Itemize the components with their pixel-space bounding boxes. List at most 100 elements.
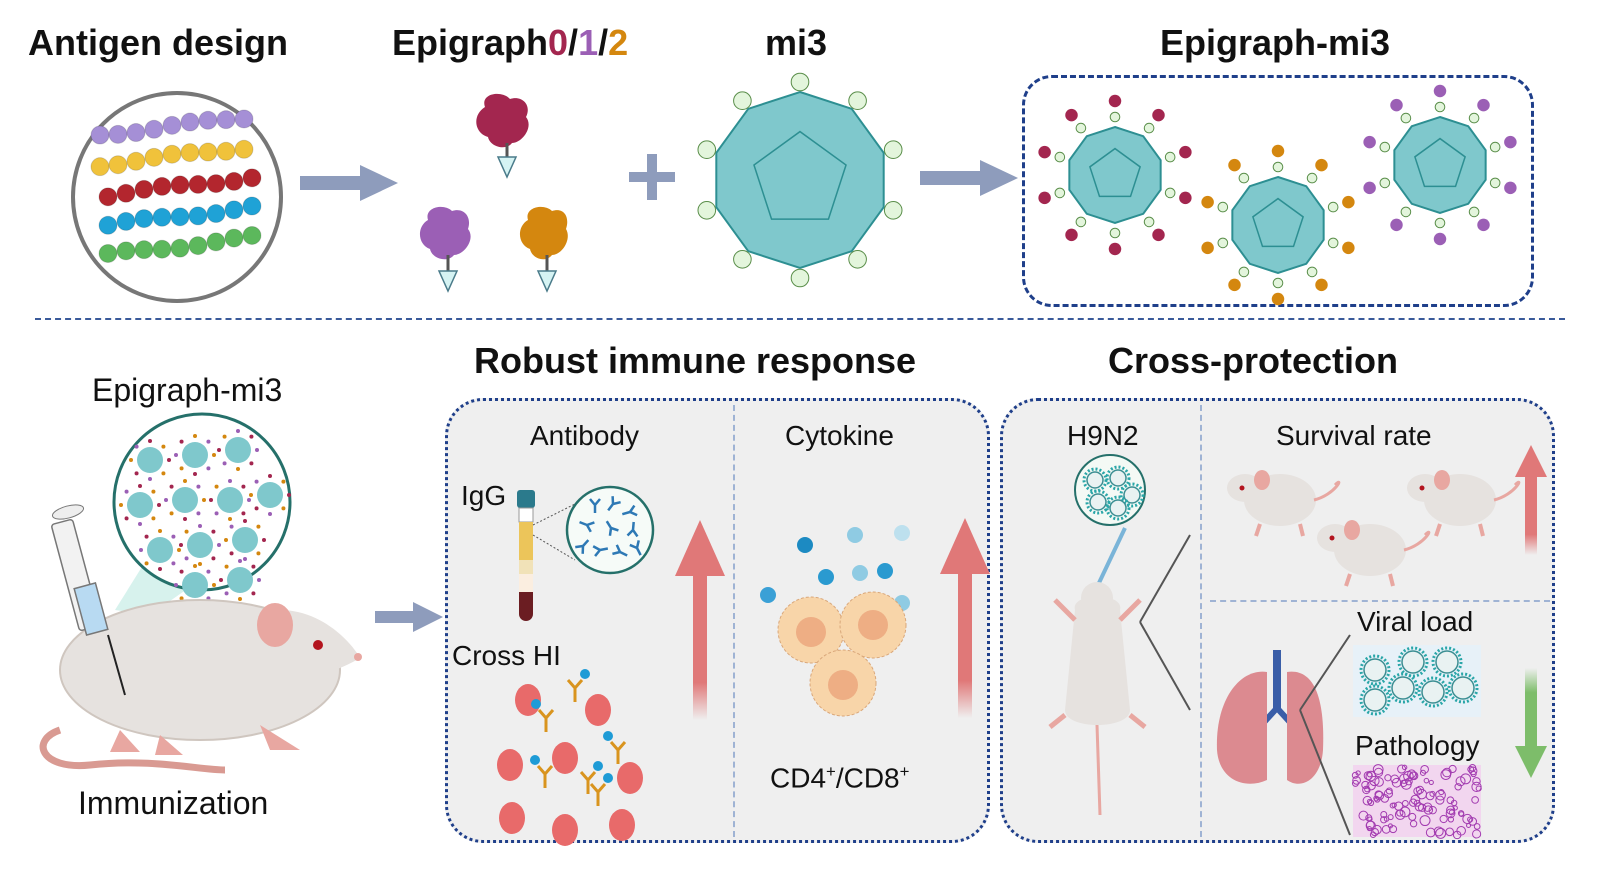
antigen-icon (1315, 159, 1327, 171)
bead (127, 152, 145, 170)
epigraph-mi3-particle-icon (1201, 145, 1354, 305)
antigen-icon (1272, 293, 1284, 305)
antigen-icon (1504, 136, 1516, 148)
flow-arrow-icon (300, 165, 400, 201)
red-blood-cell-icon (499, 802, 525, 834)
mi3-nanoparticle-illustration (705, 75, 895, 285)
epigraph-variant-labels: 0/1/2 (548, 22, 628, 63)
antigen-icon (1390, 219, 1402, 231)
cd4-text: CD4 (770, 762, 826, 793)
spycatcher-icon (1401, 207, 1411, 217)
virus-icon (1110, 470, 1126, 486)
spycatcher-icon (1110, 228, 1120, 238)
virus-icon (603, 731, 613, 741)
spycatcher-icon (1435, 218, 1445, 228)
epigraph-mi3-title: Epigraph-mi3 (1160, 22, 1390, 64)
antigen-icon (1228, 159, 1240, 171)
spycatcher-icon (1218, 238, 1228, 248)
spycatcher-icon (698, 201, 716, 219)
capsid-shell (1394, 117, 1485, 213)
spycatcher-icon (849, 250, 867, 268)
igg-blood-tube-illustration (505, 490, 665, 625)
immunization-mouse-illustration (20, 440, 380, 780)
virus-icon (593, 761, 603, 771)
spycatcher-icon (1144, 123, 1154, 133)
mi3-title: mi3 (765, 22, 827, 64)
spycatcher-icon (791, 73, 809, 91)
flow-arrow-icon (920, 160, 1020, 196)
cd8-text: /CD8 (836, 762, 900, 793)
cytokine-cells-illustration (750, 515, 930, 715)
vaccine-particle-icon (127, 492, 153, 518)
epigraph-mi3-particles (1030, 80, 1530, 305)
bead (135, 180, 153, 198)
spycatcher-icon (1239, 267, 1249, 277)
antigen-icon (1152, 229, 1164, 241)
virus-icon (530, 755, 540, 765)
antigen-icon (1152, 109, 1164, 121)
epigraph-variant-0: 0 (548, 22, 568, 63)
virus-icon (1364, 659, 1386, 681)
lung-analysis-illustration (1205, 640, 1515, 840)
bead (225, 172, 243, 190)
spycatcher-icon (1401, 113, 1411, 123)
virus-icon (1392, 677, 1414, 699)
h9n2-challenge-illustration (1020, 460, 1210, 820)
spycatcher-icon (1307, 173, 1317, 183)
bead (117, 242, 135, 260)
cd8-sup: + (900, 762, 910, 781)
epigraph-variant-1: / (568, 22, 578, 63)
bead (181, 144, 199, 162)
spycatcher-icon (698, 141, 716, 159)
lung-icon (1217, 650, 1323, 784)
spycatcher-icon (1469, 207, 1479, 217)
antibody-icon (538, 766, 552, 788)
bead (199, 111, 217, 129)
bead (109, 156, 127, 174)
virus-icon (1087, 472, 1103, 488)
antigen-icon (1342, 196, 1354, 208)
antibody-icon (539, 710, 553, 732)
bead (243, 169, 261, 187)
bead (163, 145, 181, 163)
survival-rate-title: Survival rate (1276, 420, 1432, 452)
spycatcher-icon (1328, 202, 1338, 212)
antigen-icon (1363, 182, 1375, 194)
spycatcher-icon (1380, 178, 1390, 188)
capsid-shell (1069, 127, 1160, 223)
red-blood-cells (497, 669, 643, 846)
antibody-title: Antibody (530, 420, 639, 452)
vaccine-particle-icon (172, 487, 198, 513)
virus-icon (580, 669, 590, 679)
bead (99, 188, 117, 206)
epigraph-mi3-particle-icon (1363, 85, 1516, 245)
pipette-icon (1098, 528, 1125, 585)
bead (117, 184, 135, 202)
panel-divider (1210, 600, 1550, 602)
mouse-icon (1317, 520, 1429, 586)
red-blood-cell-icon (617, 762, 643, 794)
blood-tube-icon (517, 490, 535, 621)
bead (207, 175, 225, 193)
vaccine-particle-icon (187, 532, 213, 558)
spycatcher-icon (1110, 112, 1120, 122)
bead (163, 116, 181, 134)
epigraph-proteins-illustration (410, 85, 600, 300)
bead (153, 208, 171, 226)
antigen-design-title: Antigen design (28, 22, 288, 64)
vaccine-particle-icon (225, 437, 251, 463)
antigen-icon (1109, 243, 1121, 255)
panel-divider (733, 405, 735, 837)
cross-hi-label: Cross HI (452, 640, 561, 672)
antibody-icon (568, 680, 582, 702)
epigraph2-protein-icon (520, 207, 568, 291)
virus-icon (1452, 677, 1474, 699)
antigen-icon (1272, 145, 1284, 157)
virus-icon (603, 773, 613, 783)
bead (99, 244, 117, 262)
t-cell-icons (778, 592, 906, 716)
bead (135, 241, 153, 259)
plus-icon (627, 152, 677, 202)
bead (171, 208, 189, 226)
bead (189, 237, 207, 255)
